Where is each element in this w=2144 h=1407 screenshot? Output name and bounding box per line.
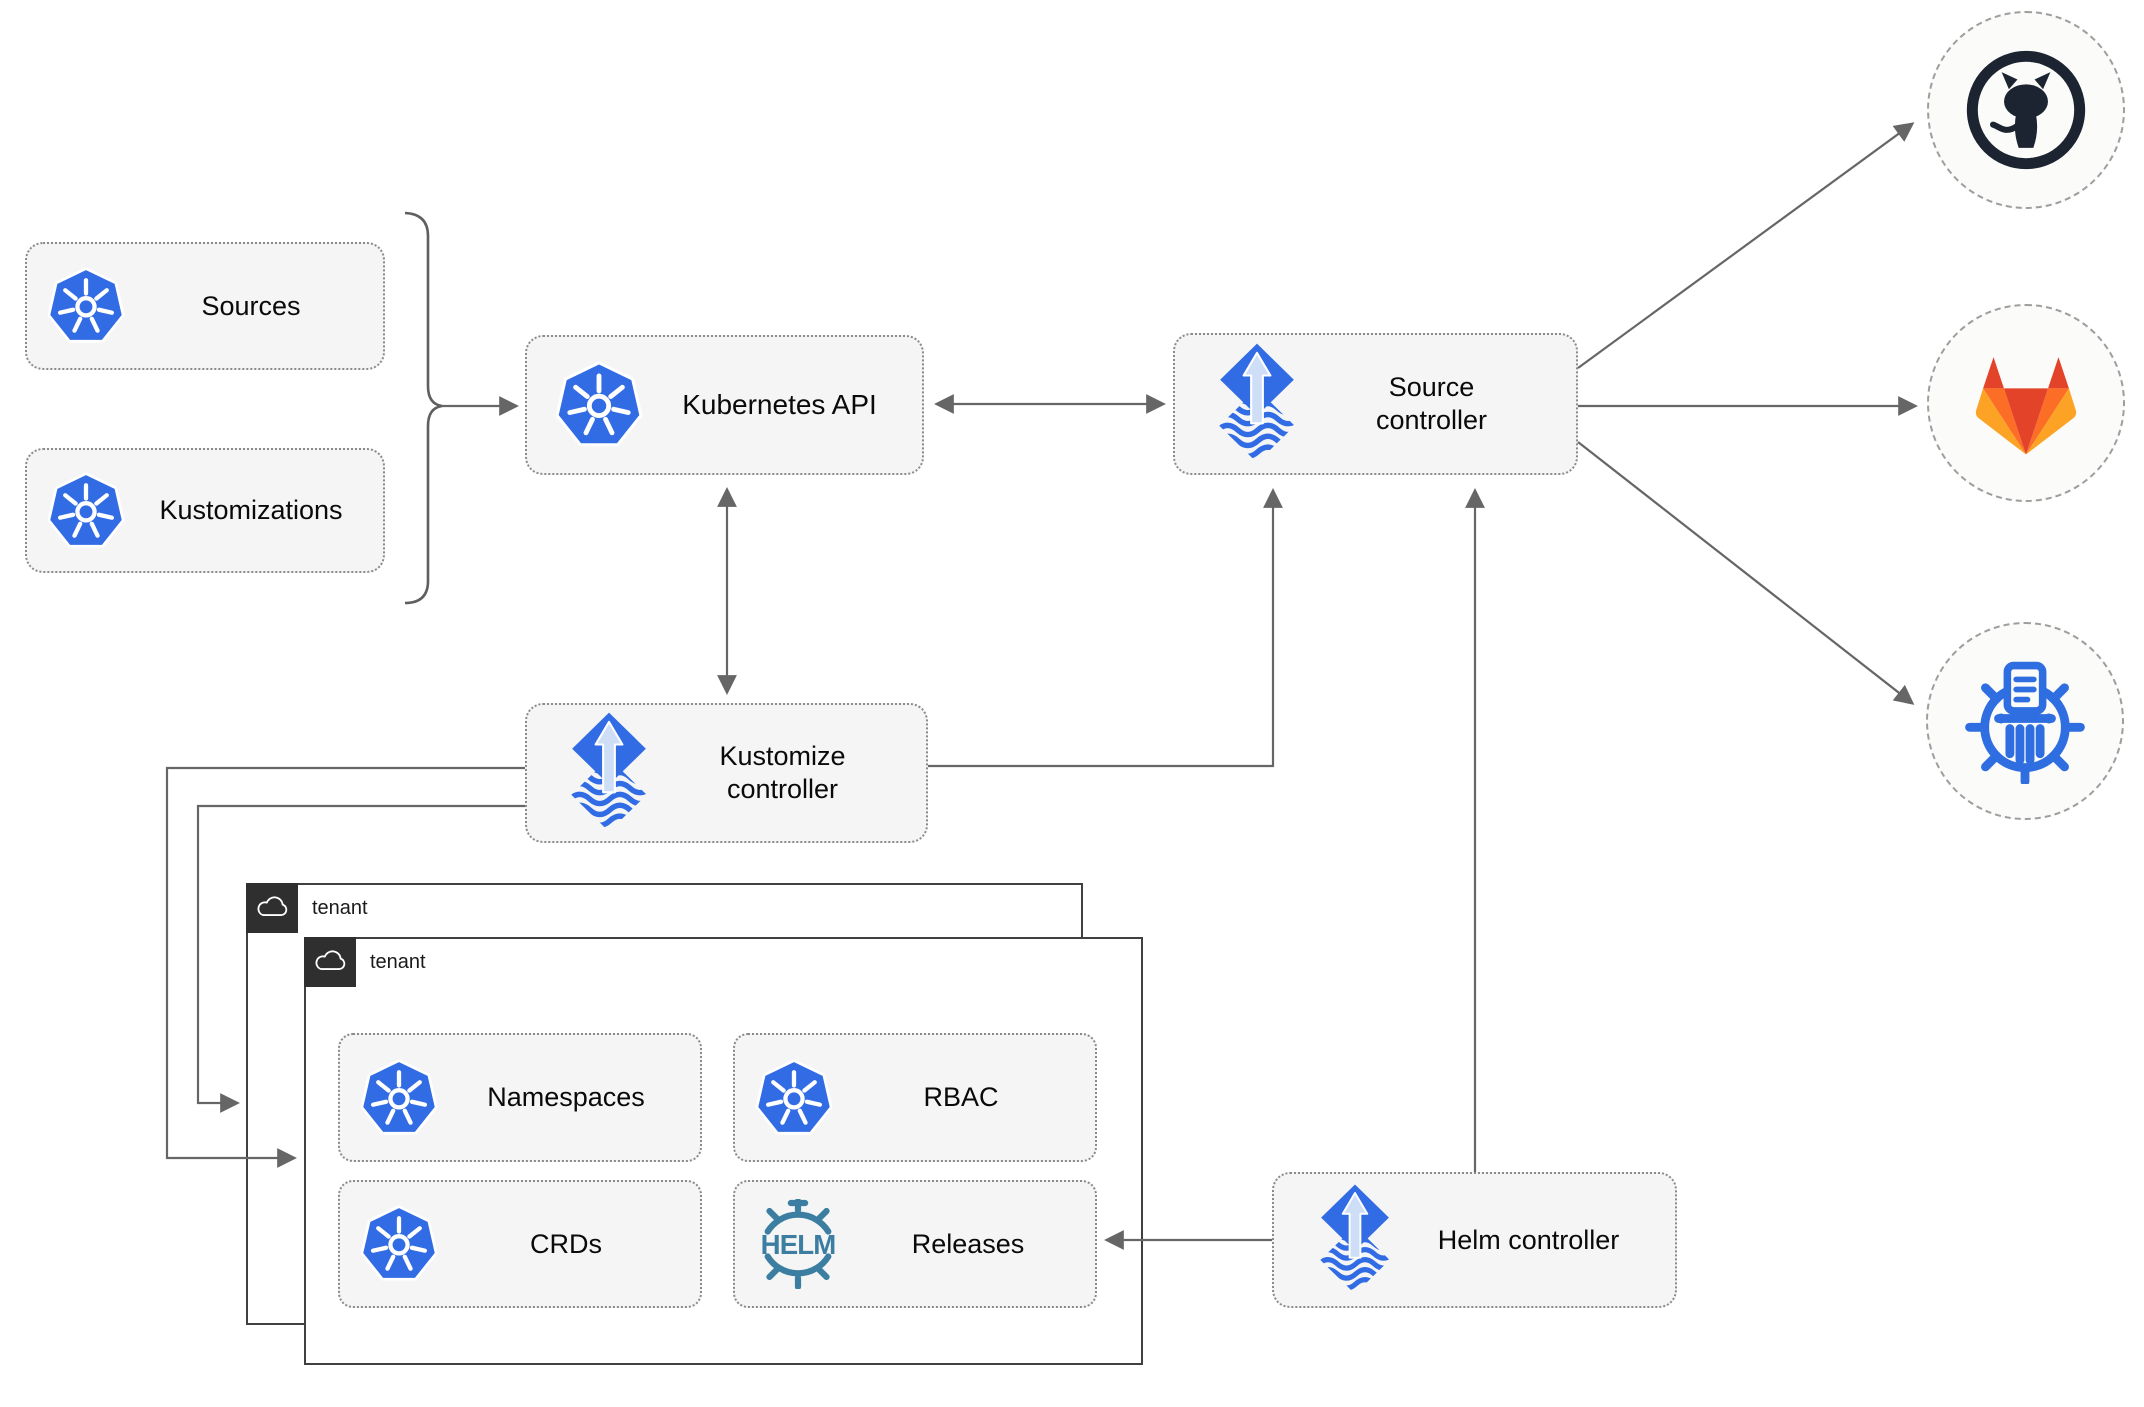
node-rbac-label: RBAC [923,1082,999,1113]
flux-icon [1215,342,1299,466]
arrow-source-controller-to-github [1577,122,1915,369]
provider-chartmuseum [1926,622,2124,820]
tenant-outer-label: tenant [312,896,368,919]
node-kustomizations-label: Kustomizations [159,495,343,526]
chartmuseum-icon [1962,658,2088,784]
flux-icon [1316,1183,1394,1297]
cloud-icon [312,950,348,975]
arrow-source-controller-to-chartmuseum [1577,441,1915,705]
kubernetes-icon [47,267,125,345]
kubernetes-icon [755,1059,833,1137]
node-crds: CRDs [338,1180,702,1308]
tenant-outer-header [246,883,298,933]
node-kubernetes-api-label: Kubernetes API [682,388,877,420]
node-kustomize-controller-label: Kustomize controller [719,740,846,804]
node-releases-label: Releases [911,1228,1025,1259]
kubernetes-icon [47,472,125,550]
node-sources-label: Sources [201,290,301,321]
provider-github [1927,11,2125,209]
node-namespaces: Namespaces [338,1033,702,1162]
tenant-inner-header [304,937,356,987]
kubernetes-icon [555,361,643,449]
brace-sources-group [404,211,443,605]
node-sources: Sources [25,242,385,370]
provider-gitlab [1927,304,2125,502]
github-icon [1965,49,2087,171]
node-kustomizations: Kustomizations [25,448,385,573]
node-releases: Releases [733,1180,1097,1308]
node-helm-controller-label: Helm controller [1437,1224,1620,1255]
gitlab-icon [1968,350,2084,457]
kubernetes-icon [360,1205,438,1283]
helm-icon [749,1199,847,1289]
node-rbac: RBAC [733,1033,1097,1162]
flux-icon [567,711,651,835]
node-namespaces-label: Namespaces [487,1082,645,1113]
cloud-icon [254,896,290,921]
node-source-controller-label: Source controller [1375,371,1488,435]
node-kubernetes-api: Kubernetes API [525,335,924,475]
node-kustomize-controller: Kustomize controller [525,703,928,843]
node-source-controller: Source controller [1173,333,1578,475]
kubernetes-icon [360,1059,438,1137]
arrow-kustomize-to-source-controller [928,488,1283,768]
node-helm-controller: Helm controller [1272,1172,1677,1308]
tenant-inner-label: tenant [370,950,426,973]
node-crds-label: CRDs [530,1228,602,1259]
